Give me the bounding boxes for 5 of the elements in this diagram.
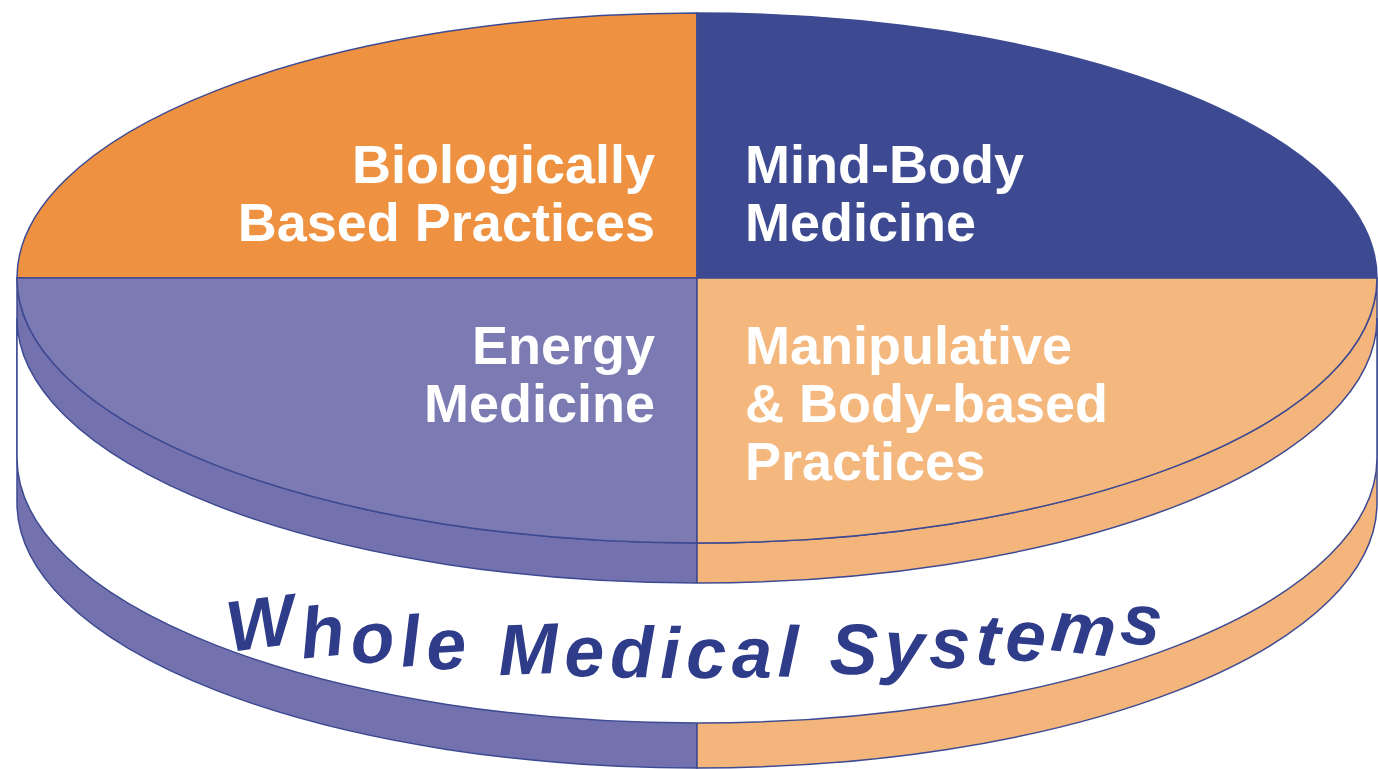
segment-label: Biologically Based Practices [236, 135, 655, 251]
band-label: Whole Medical Systems [220, 576, 1175, 691]
segment-label: Manipulative & Body-based Practices [745, 316, 1110, 490]
segment-label: Mind-Body Medicine [745, 135, 1025, 251]
segment-label: Energy Medicine [422, 316, 655, 432]
